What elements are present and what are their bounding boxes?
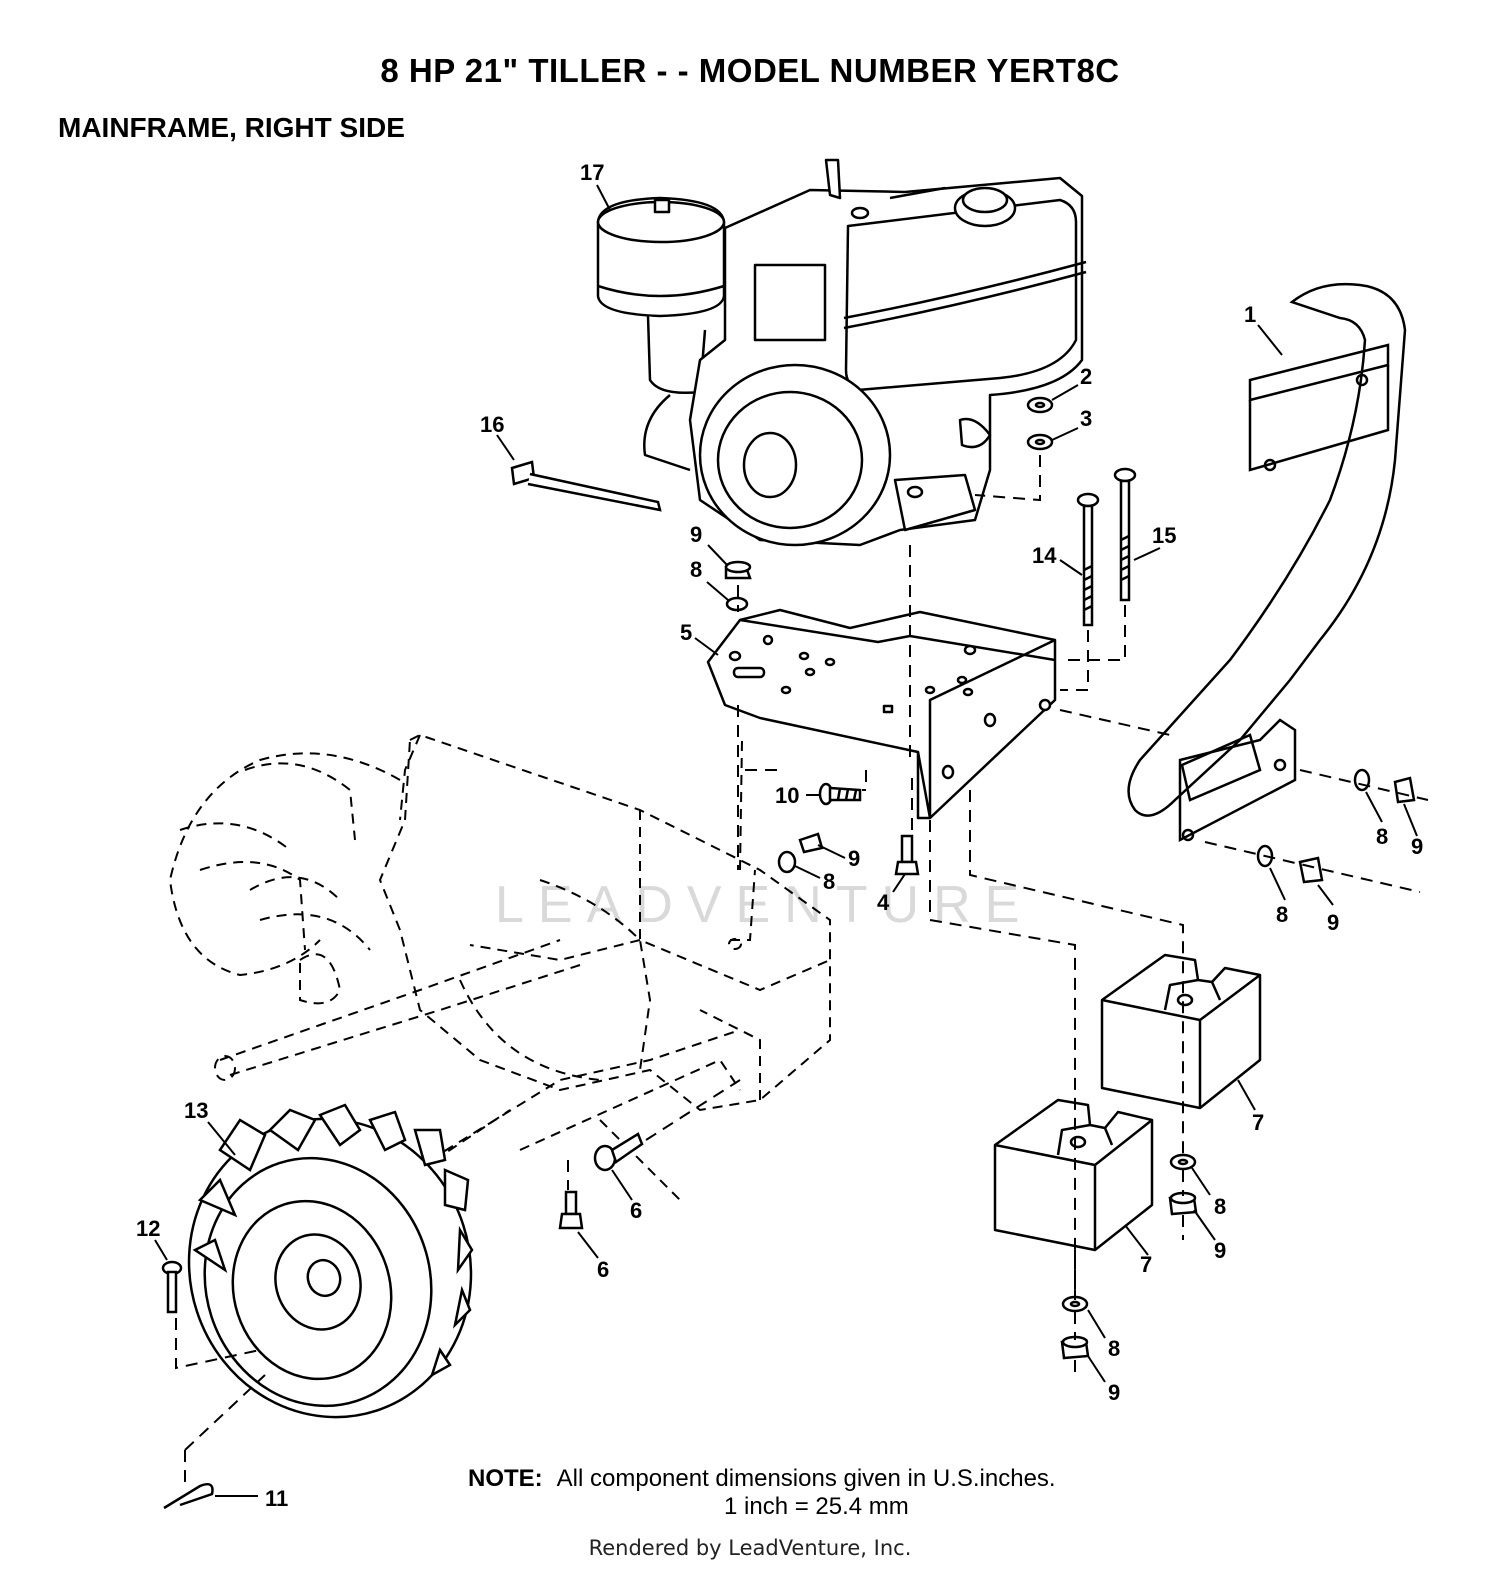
- washers-and-nuts: [724, 396, 1416, 1360]
- callout-9: 9: [1411, 834, 1423, 859]
- callout-9: 9: [848, 846, 860, 871]
- callout-9: 9: [1108, 1380, 1120, 1405]
- callout-6: 6: [630, 1198, 642, 1223]
- screw-10: [818, 782, 862, 806]
- rubber-block-upper: [1100, 953, 1262, 1110]
- callout-8: 8: [1108, 1336, 1120, 1361]
- callout-14: 14: [1032, 543, 1057, 568]
- alignment-lines: [175, 455, 1429, 1490]
- front-bumper-frame: [1127, 282, 1407, 843]
- bolt-6b: [558, 1190, 584, 1230]
- callout-8: 8: [1276, 902, 1288, 927]
- callout-labels: 17 1 2 3 16 9 8 14 15 5 10 9 8 4 8 9 8 9…: [136, 160, 1423, 1511]
- clevis-pin-12: [161, 1260, 183, 1314]
- dimension-note: NOTE: All component dimensions given in U…: [468, 1465, 1056, 1520]
- callout-5: 5: [680, 620, 692, 645]
- engine-assembly: [596, 158, 1087, 547]
- bolt-15: [1113, 467, 1137, 602]
- callout-1: 1: [1244, 302, 1256, 327]
- callout-15: 15: [1152, 523, 1176, 548]
- watermark-text: LEADVENTURE: [495, 876, 1033, 934]
- mainframe-bracket: [706, 608, 1057, 820]
- note-line-2: 1 inch = 25.4 mm: [724, 1493, 909, 1520]
- bolt-14: [1076, 492, 1100, 627]
- callout-11: 11: [265, 1486, 288, 1511]
- callout-9: 9: [1327, 910, 1339, 935]
- bolt-6a: [593, 1132, 644, 1172]
- callout-8: 8: [1376, 824, 1388, 849]
- hairpin-clip-11: [163, 1483, 214, 1510]
- callout-8: 8: [690, 557, 702, 582]
- callout-8: 8: [823, 869, 835, 894]
- section-title: MAINFRAME, RIGHT SIDE: [58, 112, 405, 143]
- callout-13: 13: [184, 1098, 208, 1123]
- bolt-4: [894, 834, 920, 876]
- cable-tie: [510, 460, 662, 512]
- callout-17: 17: [580, 160, 604, 185]
- callout-6: 6: [597, 1257, 609, 1282]
- render-credit: Rendered by LeadVenture, Inc.: [588, 1536, 912, 1560]
- tine-assembly-phantom: [168, 733, 831, 1201]
- callout-9: 9: [690, 522, 702, 547]
- note-line-1: All component dimensions given in U.S.in…: [556, 1465, 1056, 1492]
- rubber-block-lower: [993, 1098, 1154, 1252]
- callout-16: 16: [480, 412, 504, 437]
- callout-9: 9: [1214, 1238, 1226, 1263]
- note-label: NOTE:: [468, 1465, 543, 1492]
- page-title: 8 HP 21" TILLER - - MODEL NUMBER YERT8C: [380, 52, 1120, 89]
- callout-2: 2: [1080, 364, 1092, 389]
- leader-lines: [154, 184, 1418, 1497]
- callout-8: 8: [1214, 1194, 1226, 1219]
- callout-3: 3: [1080, 406, 1092, 431]
- callout-12: 12: [136, 1216, 160, 1241]
- callout-7: 7: [1140, 1252, 1152, 1277]
- callout-4: 4: [877, 890, 890, 915]
- callout-10: 10: [775, 783, 799, 808]
- wheel-tire: [187, 1103, 474, 1419]
- callout-7: 7: [1252, 1110, 1264, 1135]
